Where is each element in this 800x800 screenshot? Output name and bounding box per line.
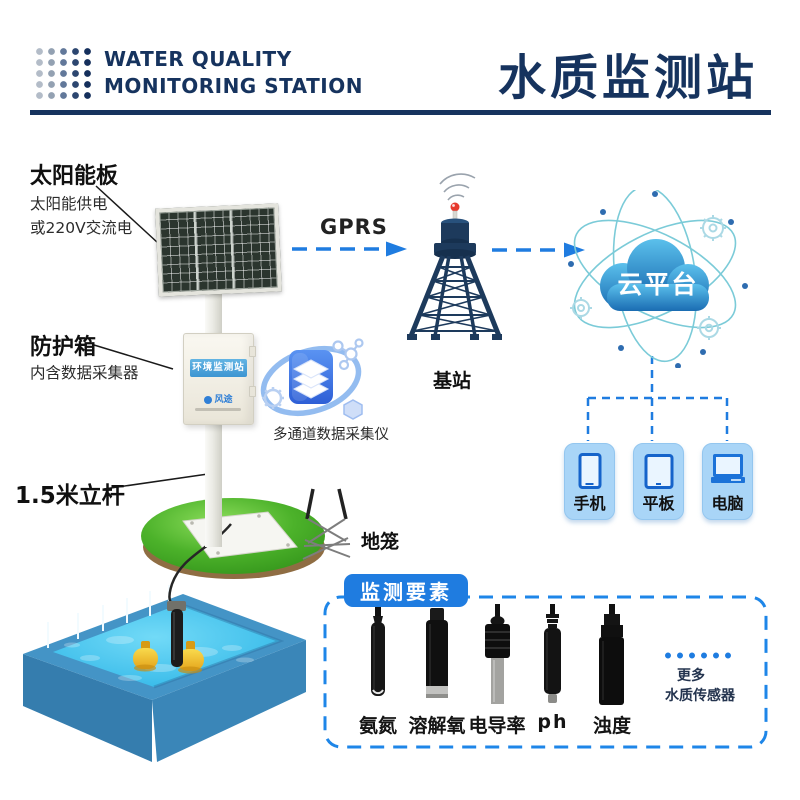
title-english: WATER QUALITY MONITORING STATION — [104, 46, 363, 100]
gear-icon — [262, 387, 284, 409]
enclosure-brand-logo: 风途 — [184, 392, 253, 405]
header-divider — [30, 110, 771, 115]
base-station-label: 基站 — [432, 370, 471, 392]
device-label: 电脑 — [711, 494, 744, 513]
water-ripples — [64, 636, 254, 681]
enclosure-hinge — [249, 346, 256, 357]
laptop-icon — [710, 454, 745, 484]
gear-icon — [570, 215, 726, 340]
solar-panel-icon — [155, 203, 282, 297]
signal-waves-icon — [439, 173, 476, 201]
sensor-label: 浊度 — [592, 715, 631, 737]
orbit-dots — [568, 191, 748, 368]
enclosure-hinge — [249, 386, 256, 397]
sensor-turbidity-icon — [599, 604, 624, 705]
device-label: 手机 — [573, 494, 606, 513]
device-card-phone: 手机 — [564, 443, 615, 520]
pole-label: 1.5米立杆 — [15, 483, 125, 509]
data-collector-icon — [260, 338, 364, 420]
sensor-dissolved-oxygen-icon — [426, 608, 448, 698]
antenna-ball — [450, 202, 460, 212]
solar-panel-label: 太阳能板 — [30, 164, 119, 189]
submerged-probe — [167, 601, 186, 667]
yellow-floats — [133, 641, 204, 674]
page-title: 水质监测站 — [497, 50, 758, 106]
ground-cage-icon — [302, 488, 351, 560]
title-english-line1: WATER QUALITY — [104, 47, 292, 71]
cloud-device-connectors — [586, 356, 729, 441]
enclosure-desc: 内含数据采集器 — [30, 364, 139, 382]
water-pool — [23, 585, 306, 762]
molecule-icon — [332, 338, 364, 371]
more-sensors-line1: 更多 — [677, 668, 705, 684]
device-card-computer: 电脑 — [702, 443, 753, 520]
sensor-ammonia-icon — [371, 604, 385, 696]
tower-lattice — [408, 255, 502, 337]
sensor-conductivity-icon — [485, 604, 510, 704]
enclosure-label: 防护箱 — [30, 335, 97, 360]
cloud-platform-icon — [568, 190, 748, 368]
enclosure-banner: 环境监测站 — [190, 359, 247, 377]
solar-desc-line1: 太阳能供电 — [30, 195, 108, 213]
dot-matrix-logo-icon — [36, 46, 91, 101]
cloud-shape — [600, 239, 709, 311]
tablet-icon — [644, 454, 673, 489]
protective-enclosure: 环境监测站 风途 — [183, 333, 256, 425]
cloud-platform-label: 云平台 — [617, 270, 699, 299]
tower-feet — [407, 334, 502, 340]
enclosure-logo-subtext — [195, 408, 241, 411]
cube-icon — [343, 399, 363, 420]
base-plate — [182, 511, 298, 559]
device-card-tablet: 平板 — [633, 443, 684, 520]
rim-posts — [47, 585, 170, 648]
sensor-ph-icon — [544, 604, 561, 703]
data-collector-label: 多通道数据采集仪 — [273, 427, 389, 443]
brand-mark-icon — [204, 395, 213, 404]
more-sensors-line2: 水质传感器 — [665, 688, 735, 704]
grass-mound — [141, 498, 325, 579]
ground-cage-label: 地笼 — [361, 531, 400, 553]
gprs-arrow — [292, 241, 407, 257]
smartphone-icon — [578, 453, 601, 489]
gprs-label: GPRS — [320, 215, 388, 239]
monitoring-title-badge: 监测要素 — [344, 574, 468, 607]
title-english-line2: MONITORING STATION — [104, 74, 363, 98]
stacked-layers-icon — [292, 359, 330, 399]
ellipsis-dots-icon — [662, 652, 733, 659]
device-label: 平板 — [642, 494, 675, 513]
solar-desc-line2: 或220V交流电 — [30, 219, 133, 237]
base-station-icon — [407, 173, 502, 340]
